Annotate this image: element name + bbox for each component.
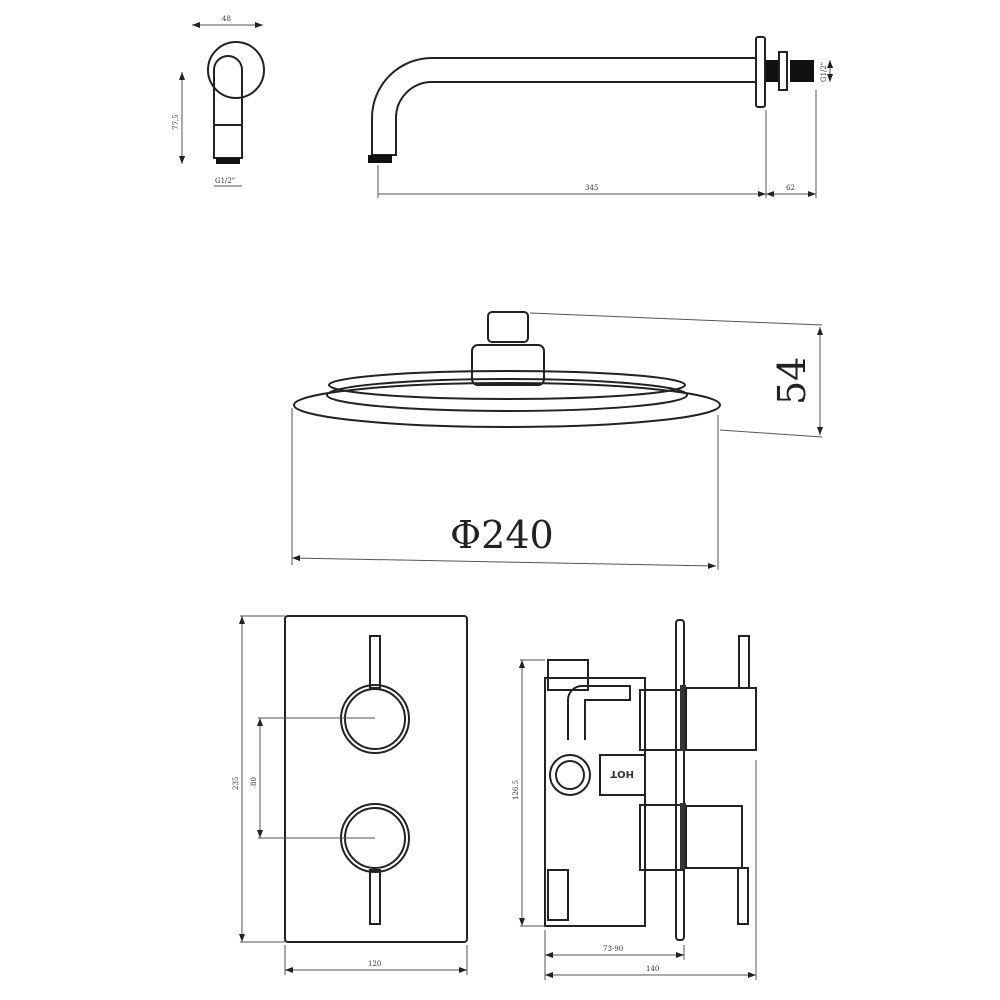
arm-width-label: 48	[222, 15, 231, 23]
head-diameter-label: Φ240	[450, 513, 554, 557]
valve-front-view: 235 80 120	[232, 615, 468, 975]
arm-height-label: 77.5	[172, 114, 180, 130]
shower-head-view: 54 Φ240	[291, 311, 823, 570]
valve-side-view: HOT 126.5 73-90 140	[512, 619, 757, 980]
arm-side-view: 48 77.5 G1/2"	[172, 15, 265, 187]
arm-depth-label: 62	[786, 184, 795, 192]
valve-depth-label: 140	[646, 965, 659, 973]
hot-label: HOT	[610, 768, 634, 779]
valve-spacing-label: 80	[250, 777, 258, 786]
arm-top-view: 345 62 G1/2"	[368, 36, 833, 198]
head-height-label: 54	[770, 357, 814, 405]
valve-height-label: 235	[232, 777, 240, 790]
arm-thread-label: G1/2"	[215, 177, 235, 185]
arm-length-label: 345	[585, 184, 598, 192]
valve-width-label: 120	[368, 960, 381, 968]
valve-depth-range-label: 73-90	[603, 945, 623, 953]
arm-top-thread-label: G1/2"	[820, 62, 828, 82]
valve-side-height-label: 126.5	[512, 780, 520, 800]
